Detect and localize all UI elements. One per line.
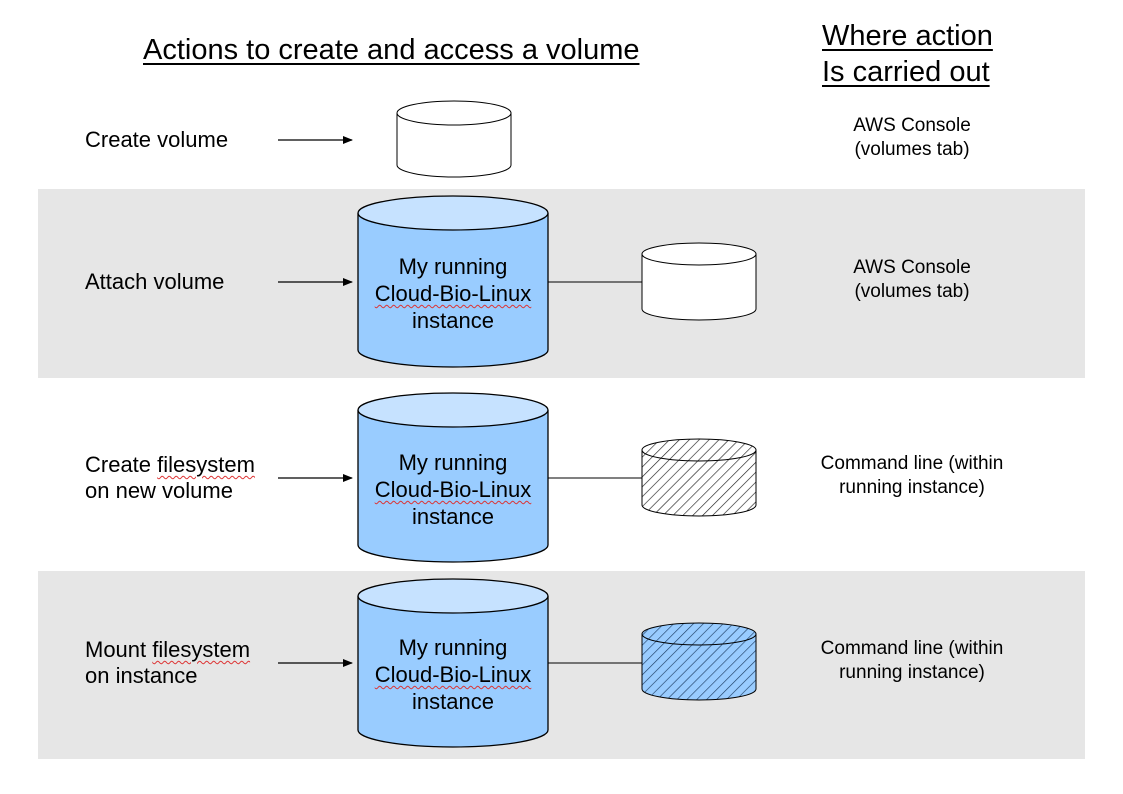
instance-fs-line1: My running	[398, 450, 508, 475]
instance-label-filesystem: My running Cloud-Bio-Linux instance	[358, 449, 548, 530]
instance-attach-line3: instance	[412, 308, 494, 333]
step1-line1: Create volume	[85, 127, 229, 152]
step-label-mount-filesystem: Mount filesystem on instance	[85, 637, 250, 689]
where1-line1: AWS Console	[853, 115, 971, 136]
step3-line1a: Create	[85, 452, 158, 477]
instance-mount-line2: Cloud-Bio-Linux	[374, 662, 532, 687]
instance-fs-line2: Cloud-Bio-Linux	[374, 477, 532, 502]
where-create-filesystem: Command line (within running instance)	[787, 452, 1037, 500]
step-label-create-filesystem: Create filesystem on new volume	[85, 452, 255, 504]
instance-cylinder-filesystem	[357, 392, 549, 563]
step-label-attach-volume: Attach volume	[85, 269, 224, 295]
where3-line1: Command line (within	[820, 453, 1004, 474]
instance-attach-line1: My running	[398, 254, 508, 279]
instance-mount-line1: My running	[398, 635, 508, 660]
where-heading-line2: Is carried out	[822, 56, 990, 88]
step4-line1b: filesystem	[152, 637, 251, 662]
where-attach-volume: AWS Console (volumes tab)	[812, 256, 1012, 304]
attach-step-band	[38, 189, 1085, 378]
where1-line2: (volumes tab)	[854, 139, 970, 160]
step-label-create-volume: Create volume	[85, 127, 228, 153]
step2-line1: Attach volume	[85, 269, 225, 294]
mount-step-band	[38, 571, 1085, 759]
formatted-volume-cylinder	[641, 438, 757, 517]
instance-fs-line3: instance	[412, 504, 494, 529]
where2-line1: AWS Console	[853, 257, 971, 278]
where2-line2: (volumes tab)	[854, 281, 970, 302]
step4-line1a: Mount	[85, 637, 153, 662]
where-create-volume: AWS Console (volumes tab)	[812, 114, 1012, 162]
instance-attach-line2: Cloud-Bio-Linux	[374, 281, 532, 306]
attached-volume-cylinder	[641, 242, 757, 321]
instance-cylinder-attach	[357, 195, 549, 368]
step4-line2: on instance	[85, 663, 198, 688]
instance-cylinder-mount	[357, 578, 549, 748]
where4-line2: running instance)	[839, 662, 985, 683]
where4-line1: Command line (within	[820, 638, 1004, 659]
instance-label-mount: My running Cloud-Bio-Linux instance	[358, 634, 548, 715]
new-volume-cylinder	[396, 100, 512, 178]
diagram-title: Actions to create and access a volume	[143, 34, 640, 66]
step3-line1b: filesystem	[157, 452, 255, 477]
instance-mount-line3: instance	[412, 689, 494, 714]
mounted-volume-cylinder	[641, 622, 757, 701]
where-heading: Where action Is carried out	[822, 18, 993, 90]
where-mount-filesystem: Command line (within running instance)	[787, 637, 1037, 685]
where-heading-line1: Where action	[822, 20, 993, 52]
instance-label-attach: My running Cloud-Bio-Linux instance	[358, 253, 548, 334]
step3-line2: on new volume	[85, 478, 233, 503]
where3-line2: running instance)	[839, 477, 985, 498]
